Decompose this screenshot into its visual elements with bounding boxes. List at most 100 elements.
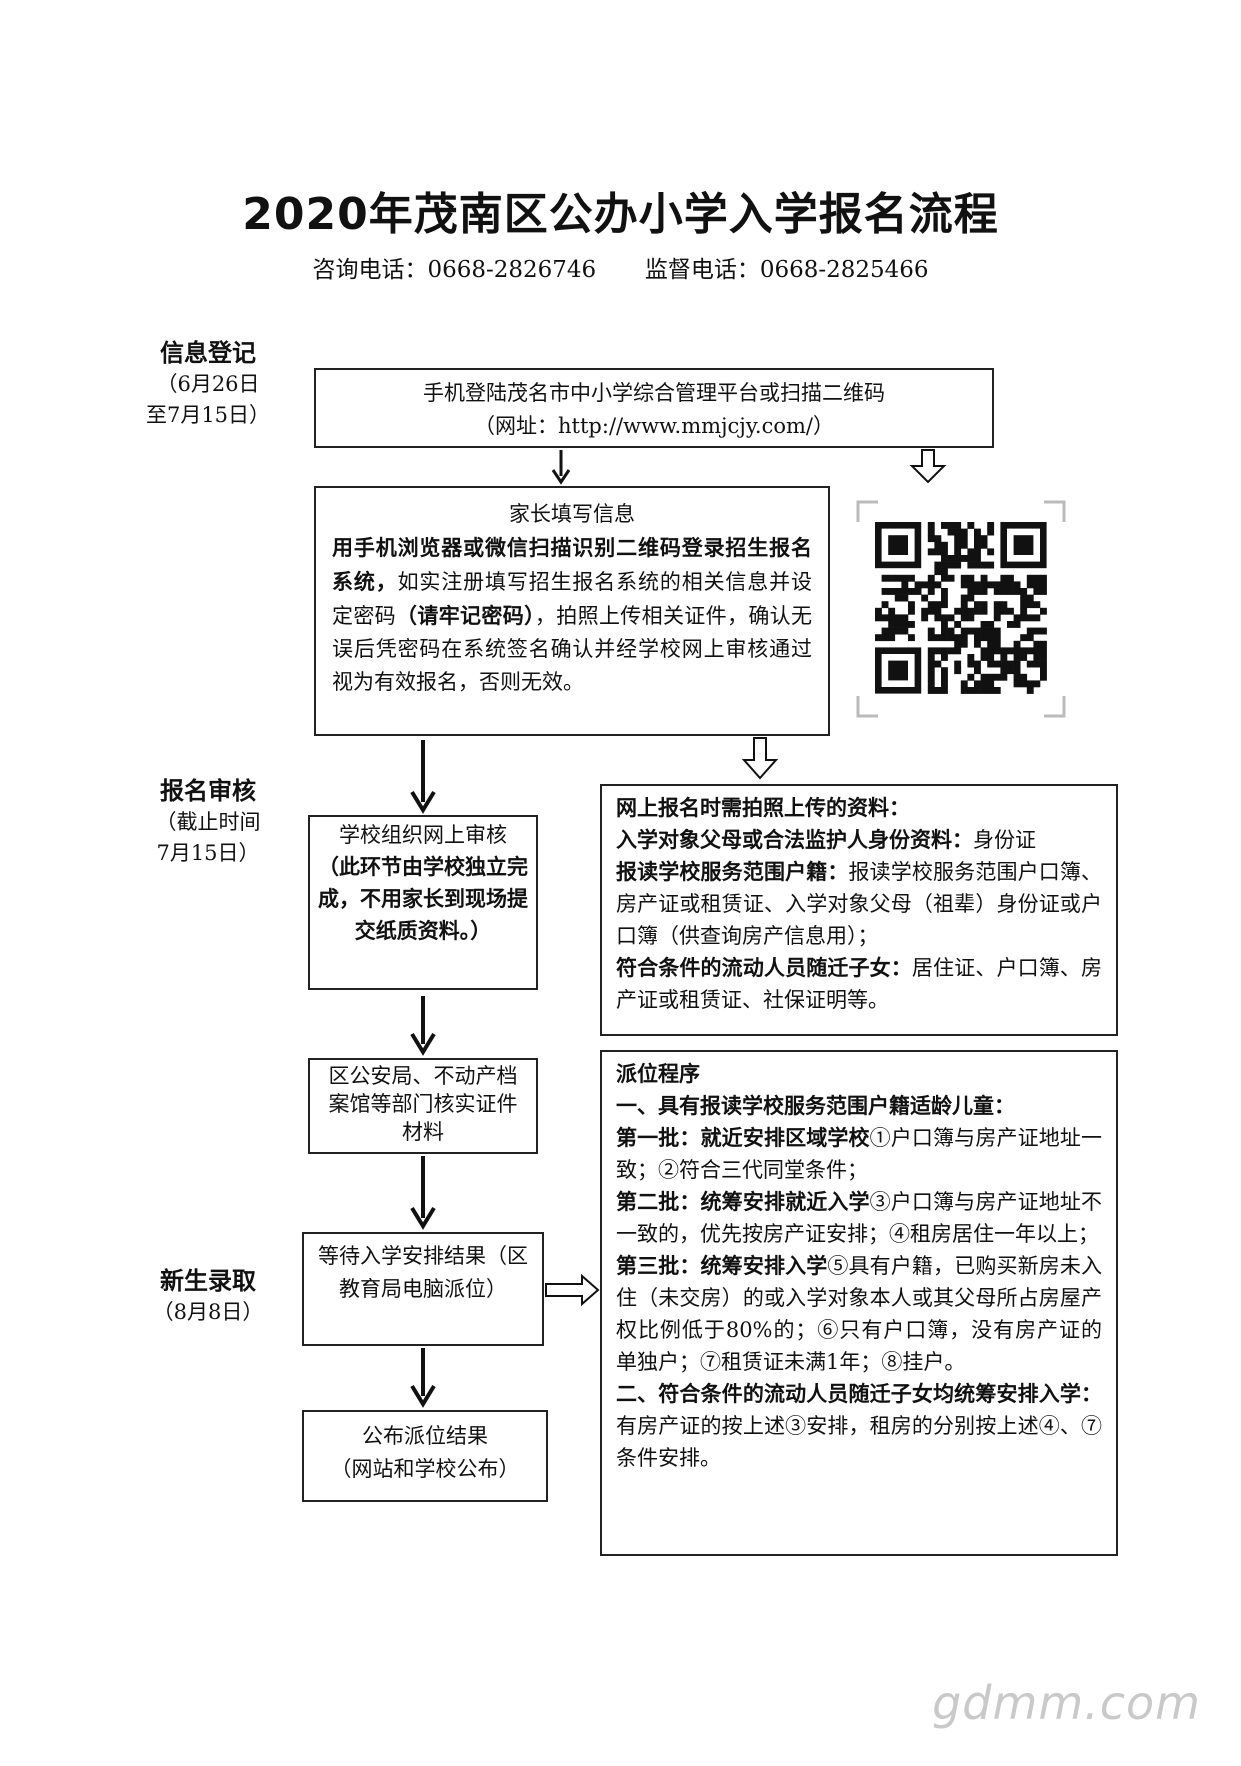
qr-module	[927, 535, 935, 543]
qr-module	[1040, 660, 1047, 668]
qr-module	[980, 680, 988, 688]
qr-module	[1020, 673, 1028, 681]
qr-module	[954, 522, 962, 529]
qr-module	[921, 614, 929, 622]
qr-module	[941, 680, 948, 688]
qr-module	[921, 607, 929, 615]
login-line: 手机登陆茂名市中小学综合管理平台或扫描二维码	[423, 381, 885, 405]
qr-module	[901, 574, 909, 582]
qr-module	[967, 548, 975, 556]
qr-module	[1007, 667, 1014, 675]
qr-module	[947, 528, 955, 536]
parent-text-1: 如实注册填写招生报名系统的相关信息并设定密码	[332, 570, 813, 628]
qr-module	[1040, 654, 1047, 661]
qr-module	[967, 581, 975, 589]
qr-module	[1020, 680, 1028, 688]
qr-module	[881, 627, 889, 635]
qr-module	[974, 680, 981, 688]
qr-module	[908, 601, 915, 609]
qr-module	[980, 634, 988, 642]
qr-finder-core	[1013, 535, 1034, 555]
qr-module	[987, 687, 995, 694]
qr-module	[960, 528, 968, 536]
hollow-arrow-docs	[741, 737, 779, 780]
qr-module	[980, 607, 988, 615]
stage-review: 报名审核 （截止时间 7月15日）	[128, 776, 288, 869]
alloc-batch-text: ⑤具有户籍，已购买新房未入住（未交房）的或入学对象本人或其父母所占房屋产权比例低…	[616, 1254, 1103, 1374]
qr-module	[967, 522, 975, 529]
qr-module	[901, 581, 909, 589]
qr-module	[1020, 614, 1028, 622]
qr-module	[954, 561, 962, 569]
qr-finder-core	[888, 660, 908, 681]
qr-module	[993, 627, 1001, 635]
qr-module	[980, 535, 988, 543]
qr-module	[888, 607, 896, 615]
qr-module	[960, 680, 968, 688]
qr-module	[934, 561, 942, 569]
qr-module	[927, 634, 935, 642]
docs-item-label: 入学对象父母或合法监护人身份资料：	[616, 827, 973, 852]
qr-module	[947, 627, 955, 635]
qr-module	[967, 660, 975, 668]
qr-module	[941, 568, 948, 576]
alloc-heading: 派位程序	[616, 1061, 700, 1086]
qr-module	[974, 660, 981, 668]
qr-module	[974, 667, 981, 675]
qr-module	[1033, 680, 1041, 688]
alloc-batch: 第一批：就近安排区域学校①户口簿与房产证地址一致；②符合三代同堂条件；	[616, 1122, 1102, 1186]
docs-item: 符合条件的流动人员随迁子女：居住证、户口簿、房产证或租赁证、社保证明等。	[616, 952, 1102, 1016]
qr-module	[1000, 588, 1008, 595]
qr-module	[954, 555, 962, 562]
qr-module	[974, 561, 981, 569]
qr-module	[980, 687, 988, 694]
qr-module	[901, 614, 909, 622]
qr-module	[894, 621, 902, 628]
allocation-box: 派位程序 一、具有报读学校服务范围户籍适龄儿童： 第一批：就近安排区域学校①户口…	[600, 1050, 1118, 1556]
qr-module	[894, 614, 902, 622]
qr-module	[1000, 654, 1008, 661]
qr-module	[1000, 660, 1008, 668]
arrow-head-2	[410, 790, 436, 814]
qr-module	[974, 687, 981, 694]
qr-module	[1033, 574, 1041, 582]
qr-module	[875, 614, 882, 622]
qr-module	[1033, 601, 1041, 609]
qr-module	[980, 654, 988, 661]
qr-module	[974, 627, 981, 635]
qr-module	[954, 528, 962, 536]
qr-module	[960, 627, 968, 635]
wait-text: 等待入学安排结果（区教育局电脑派位）	[318, 1244, 528, 1301]
qr-module	[927, 548, 935, 556]
qr-module	[993, 673, 1001, 681]
qr-module	[894, 588, 902, 595]
qr-module	[987, 634, 995, 642]
qr-module	[927, 667, 935, 675]
qr-module	[941, 614, 948, 622]
qr-module	[934, 647, 942, 655]
page-title: 2020年茂南区公办小学入学报名流程	[242, 189, 999, 240]
qr-module	[974, 640, 981, 648]
qr-code[interactable]	[856, 500, 1066, 718]
documents-box: 网上报名时需拍照上传的资料： 入学对象父母或合法监护人身份资料：身份证 报读学校…	[600, 784, 1118, 1036]
qr-module	[941, 687, 948, 694]
qr-module	[1033, 640, 1041, 648]
alloc-section-2-text: 有房产证的按上述③安排，租房的分别按上述④、⑦条件安排。	[616, 1414, 1102, 1470]
qr-module	[941, 673, 948, 681]
school-review-box: 学校组织网上审核 （此环节由学校独立完成，不用家长到现场提交纸质资料。）	[308, 815, 538, 990]
qr-module	[914, 581, 922, 589]
qr-module	[1040, 667, 1047, 675]
qr-module	[1040, 640, 1047, 648]
qr-module	[941, 541, 948, 549]
wait-box: 等待入学安排结果（区教育局电脑派位）	[302, 1232, 544, 1346]
qr-module	[1020, 634, 1028, 642]
parent-text-2: ，拍照上传相关证件，确认无误后凭密码在系统签名确认并经学校网上审核通过视为有效报…	[332, 604, 813, 694]
qr-module	[980, 541, 988, 549]
arrow-head-5	[410, 1384, 436, 1408]
qr-module	[947, 555, 955, 562]
qr-module	[954, 535, 962, 543]
qr-module	[967, 654, 975, 661]
qr-module	[1000, 667, 1008, 675]
qr-module	[1000, 647, 1008, 655]
qr-module	[1040, 581, 1047, 589]
